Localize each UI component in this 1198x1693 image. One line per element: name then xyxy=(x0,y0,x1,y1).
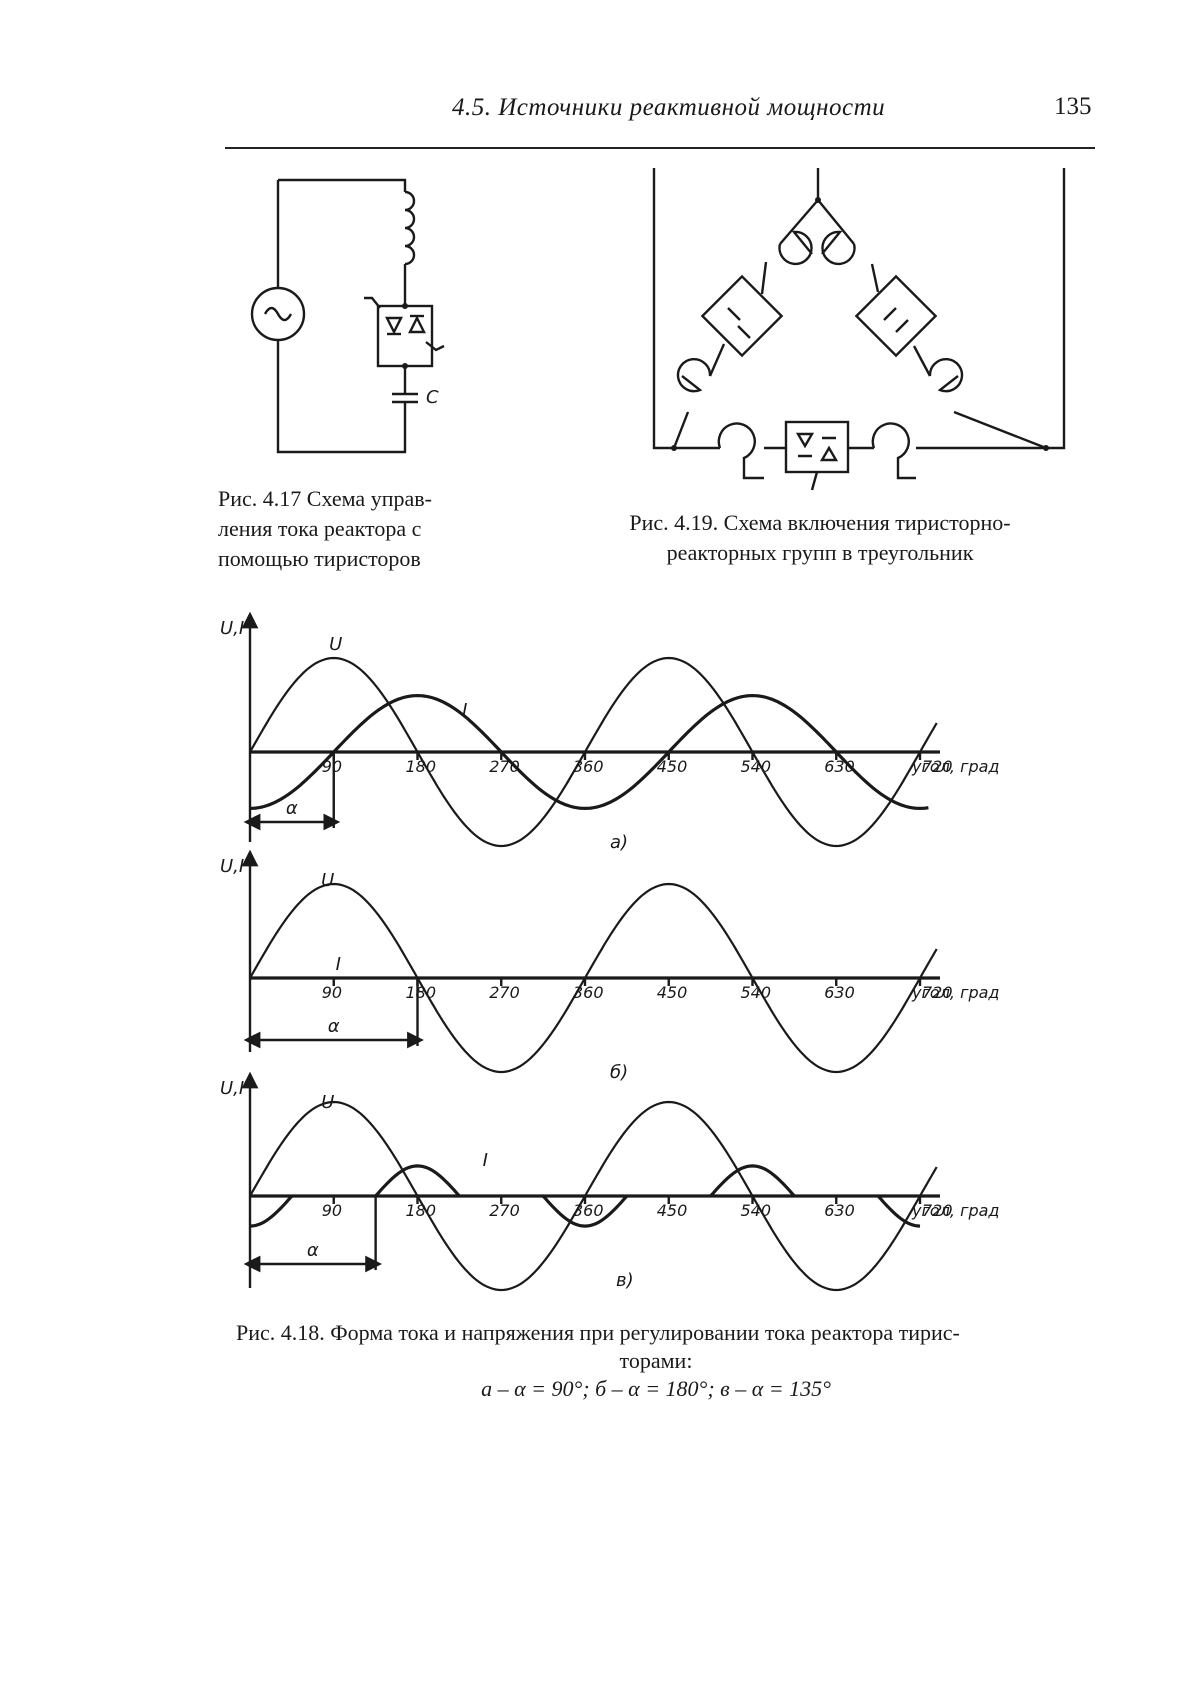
figure-418-caption-line1: Рис. 4.18. Форма тока и напряжения при р… xyxy=(236,1320,960,1345)
x-tick-label: 720 xyxy=(922,983,953,1002)
current-label: I xyxy=(336,954,341,975)
figure-417-caption: Рис. 4.17 Схема управ- ления тока реакто… xyxy=(218,484,432,574)
current-pulse xyxy=(876,1194,921,1228)
figure-419-caption: Рис. 4.19. Схема включения тиристорно- р… xyxy=(600,508,1040,568)
x-tick-label: 720 xyxy=(922,1201,953,1220)
capacitor-label: C xyxy=(426,387,439,408)
voltage-curve xyxy=(249,1100,938,1292)
page-number: 135 xyxy=(1054,93,1092,120)
x-tick-label: 630 xyxy=(824,983,855,1002)
section-title: 4.5. Источники реактивной мощности xyxy=(452,94,886,121)
thyristor-control-circuit: C xyxy=(250,178,445,454)
current-pulse xyxy=(709,1164,796,1198)
figure-418-caption-line3: а – α = 90°; б – α = 180°; в – α = 135° xyxy=(481,1376,831,1401)
delta-thyristor-circuit xyxy=(652,168,1066,491)
current-label: I xyxy=(462,700,467,721)
figure-418-caption-line2: торами: xyxy=(619,1348,693,1373)
x-tick-label: 270 xyxy=(489,983,520,1002)
x-tick-label: 630 xyxy=(824,1201,855,1220)
current-pulse xyxy=(541,1194,629,1228)
alpha-label: α xyxy=(328,1016,340,1037)
x-tick-label: 450 xyxy=(657,757,688,776)
x-axis-label: угол, град xyxy=(911,757,1000,776)
current-curve xyxy=(249,693,929,811)
caption-line: реакторных групп в треугольник xyxy=(666,540,974,565)
x-tick-label: 720 xyxy=(922,757,953,776)
x-tick-label: 450 xyxy=(657,983,688,1002)
x-tick-label: 450 xyxy=(657,1201,688,1220)
voltage-label: U xyxy=(321,1092,334,1113)
x-tick-label: 90 xyxy=(322,1201,342,1220)
y-axis-label: U,I xyxy=(220,618,244,639)
panel-label: а) xyxy=(610,832,628,853)
x-tick-label: 90 xyxy=(322,983,342,1002)
caption-line: Рис. 4.19. Схема включения тиристорно- xyxy=(629,510,1011,535)
y-axis-label: U,I xyxy=(220,1078,244,1099)
alpha-label: α xyxy=(307,1240,319,1261)
voltage-curve xyxy=(249,656,938,848)
x-axis-label: угол, град xyxy=(911,983,1000,1002)
voltage-label: U xyxy=(321,870,334,891)
caption-line: ления тока реактора с xyxy=(218,516,422,541)
header-rule xyxy=(225,147,1095,149)
x-tick-label: 90 xyxy=(322,757,342,776)
current-label: I xyxy=(483,1150,488,1171)
x-axis-label: угол, град xyxy=(911,1201,1000,1220)
alpha-label: α xyxy=(286,798,298,819)
voltage-curve xyxy=(249,882,938,1074)
y-axis-label: U,I xyxy=(220,856,244,877)
current-pulse xyxy=(249,1194,294,1228)
panel-label: б) xyxy=(610,1062,628,1083)
voltage-label: U xyxy=(329,634,342,655)
caption-line: помощью тиристоров xyxy=(218,546,421,571)
x-tick-label: 270 xyxy=(489,1201,520,1220)
panel-label: в) xyxy=(616,1270,634,1291)
current-pulse xyxy=(374,1164,461,1198)
caption-line: Рис. 4.17 Схема управ- xyxy=(218,486,432,511)
